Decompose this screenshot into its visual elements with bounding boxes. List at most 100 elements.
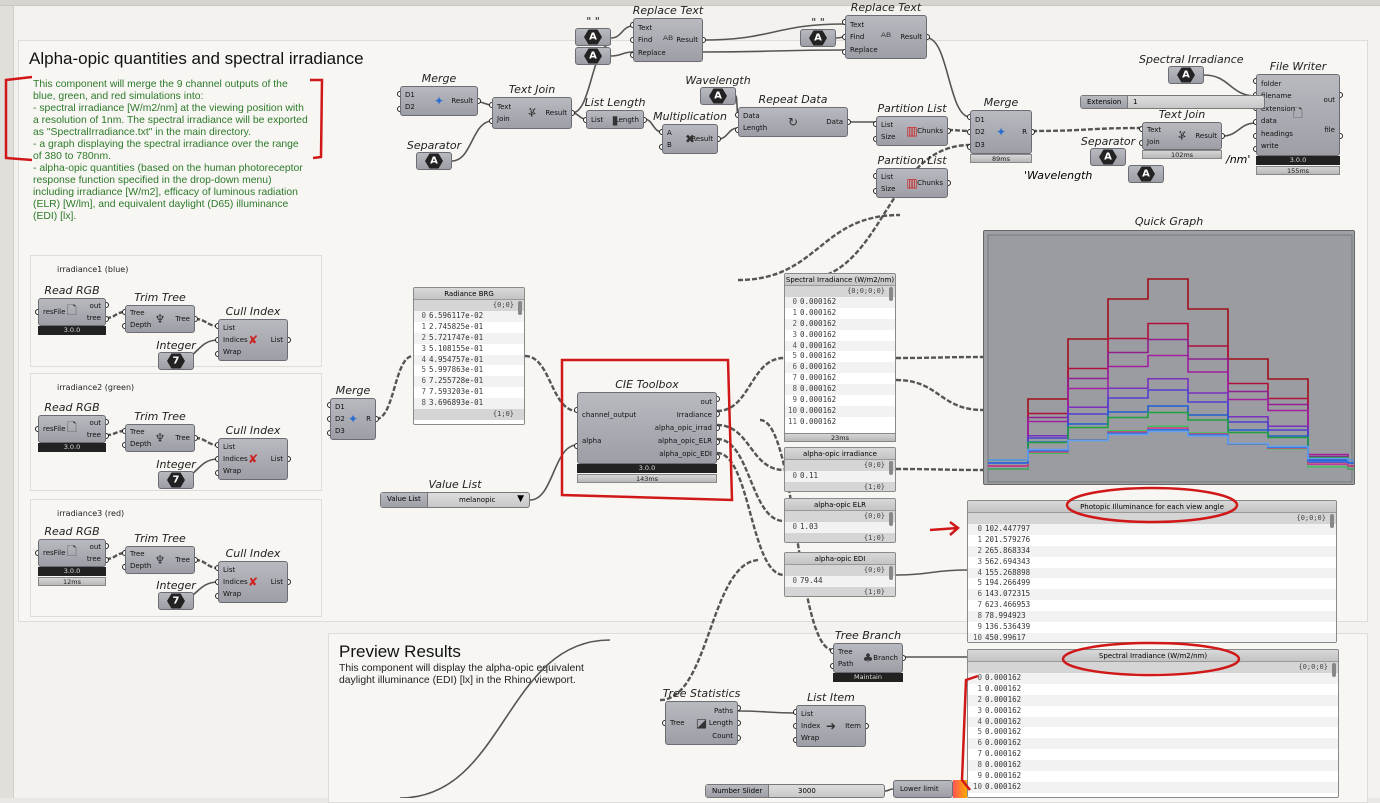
output-Chunks[interactable]: Chunks — [917, 179, 943, 187]
input-Replace[interactable]: Replace — [850, 45, 878, 54]
panel-scrollbar[interactable] — [889, 512, 893, 526]
input-Find[interactable]: Find — [850, 33, 865, 41]
input-Tree[interactable]: Tree — [130, 428, 145, 437]
input-Indices[interactable]: Indices — [223, 336, 248, 344]
output-Irradiance[interactable]: Irradiance — [676, 411, 712, 419]
quick-graph[interactable] — [983, 230, 1355, 485]
panel-scrollbar[interactable] — [889, 566, 893, 580]
input-Text[interactable]: Text — [497, 102, 512, 111]
input-D2[interactable]: D2 — [335, 415, 345, 423]
input-D3[interactable]: D3 — [335, 427, 345, 435]
output-List[interactable]: List — [270, 455, 283, 463]
input-List[interactable]: List — [223, 566, 236, 574]
param-txtA3[interactable]: A" " — [800, 16, 836, 47]
input-Index[interactable]: Index — [801, 722, 821, 730]
output-alpha_opic_ELR[interactable]: alpha_opic_ELR — [657, 437, 712, 445]
param-txtA1[interactable]: A" " — [575, 15, 611, 46]
output-Length[interactable]: Length — [708, 719, 733, 727]
panel-photopic[interactable]: Photopic Illuminance for each view angle… — [967, 500, 1337, 643]
input-D3[interactable]: D3 — [975, 140, 985, 149]
input-B[interactable]: B — [667, 141, 672, 149]
input-alpha[interactable]: alpha — [582, 437, 602, 445]
input-Replace[interactable]: Replace — [638, 48, 666, 57]
output-alpha_opic_irrad[interactable]: alpha_opic_irrad — [654, 424, 712, 432]
input-resFile[interactable]: resFile — [43, 308, 66, 316]
gradient-component[interactable]: Lower limit — [893, 780, 953, 798]
input-D1[interactable]: D1 — [335, 403, 345, 411]
dropdown-arrow-icon[interactable]: ▼ — [517, 494, 524, 504]
panel-scrollbar[interactable] — [889, 461, 893, 475]
input-Indices[interactable]: Indices — [223, 578, 248, 586]
input-Tree[interactable]: Tree — [130, 550, 145, 559]
output-R[interactable]: R — [366, 415, 371, 423]
output-Branch[interactable]: Branch — [873, 654, 898, 662]
input-write[interactable]: write — [1261, 142, 1279, 151]
input-extension[interactable]: extension — [1261, 104, 1296, 113]
output-Result[interactable]: Result — [676, 36, 698, 44]
input-Text[interactable]: Text — [1147, 126, 1162, 135]
input-resFile[interactable]: resFile — [43, 425, 66, 433]
input-List[interactable]: List — [881, 173, 894, 181]
panel-scrollbar[interactable] — [1332, 663, 1336, 677]
input-Wrap[interactable]: Wrap — [223, 348, 242, 356]
output-Length[interactable]: Length — [614, 115, 639, 124]
input-Text[interactable]: Text — [638, 23, 653, 32]
panel-scrollbar[interactable] — [1330, 514, 1334, 528]
param-txtA4[interactable]: A — [1128, 165, 1164, 183]
input-Depth[interactable]: Depth — [130, 561, 152, 570]
output-Chunks[interactable]: Chunks — [917, 127, 943, 135]
input-List[interactable]: List — [223, 443, 236, 451]
output-Result[interactable]: Result — [1195, 132, 1217, 140]
output-out[interactable]: out — [89, 543, 101, 552]
output-out[interactable]: out — [700, 398, 712, 406]
input-Wrap[interactable]: Wrap — [223, 590, 242, 598]
output-Result[interactable]: Result — [545, 109, 567, 117]
param-txtA2[interactable]: A — [575, 47, 611, 65]
output-Tree[interactable]: Tree — [175, 315, 190, 323]
input-Data[interactable]: Data — [743, 112, 760, 120]
output-Tree[interactable]: Tree — [175, 556, 190, 564]
output-tree[interactable]: tree — [86, 430, 101, 439]
input-Wrap[interactable]: Wrap — [801, 734, 820, 742]
panel-scrollbar[interactable] — [518, 301, 522, 315]
output-Paths[interactable]: Paths — [713, 706, 733, 715]
